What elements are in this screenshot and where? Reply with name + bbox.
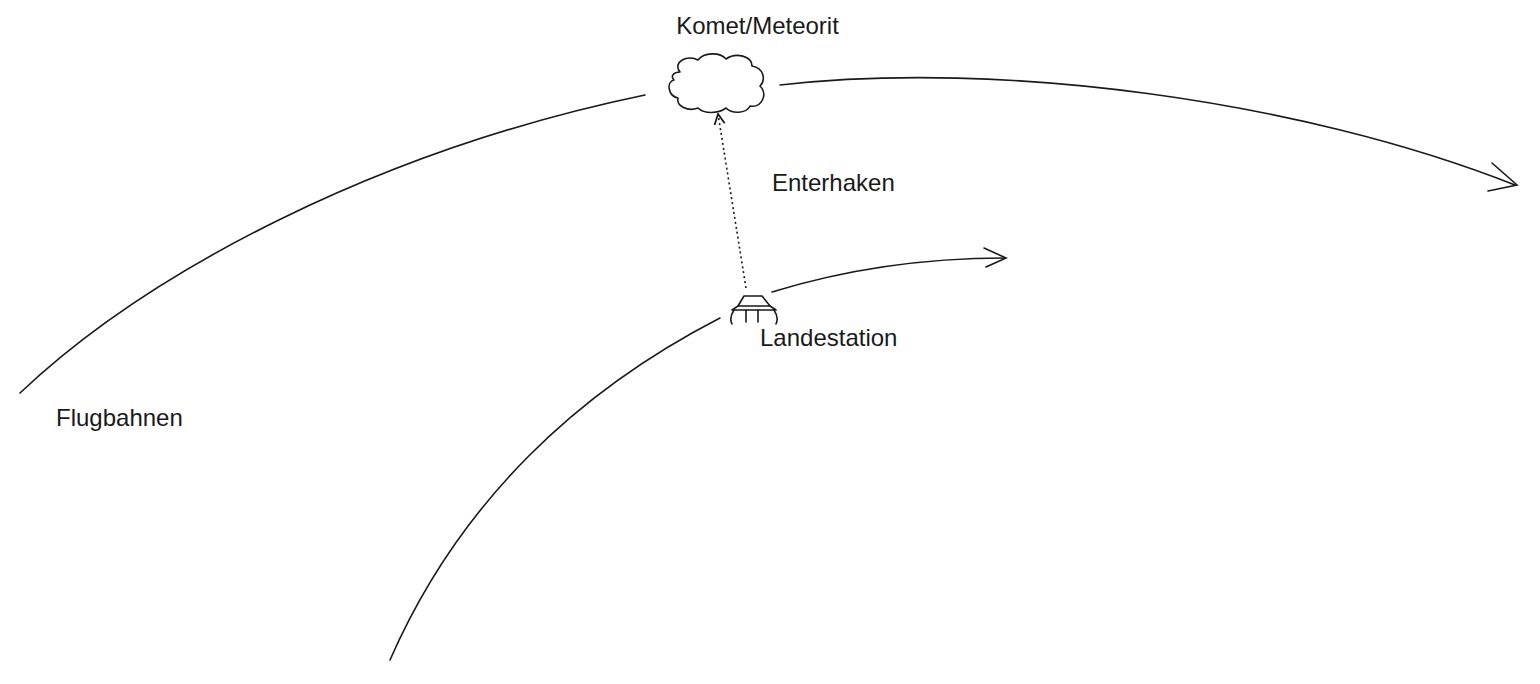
comet-shape [666, 52, 770, 114]
inner-trajectory [772, 258, 1005, 292]
comet-label: Komet/Meteorit [676, 12, 839, 40]
lander-node: Landestation [722, 286, 927, 354]
comet-node: Komet/Meteorit [650, 10, 865, 114]
trajectory-label: Flugbahnen [56, 404, 183, 432]
outer-trajectory [20, 95, 645, 393]
arrowhead [984, 248, 1006, 267]
lander-label: Landestation [760, 324, 897, 352]
grappling-line [718, 114, 746, 288]
inner-trajectory [390, 318, 720, 660]
arrowhead [1488, 163, 1517, 191]
edge-label: Enterhaken [770, 169, 897, 197]
